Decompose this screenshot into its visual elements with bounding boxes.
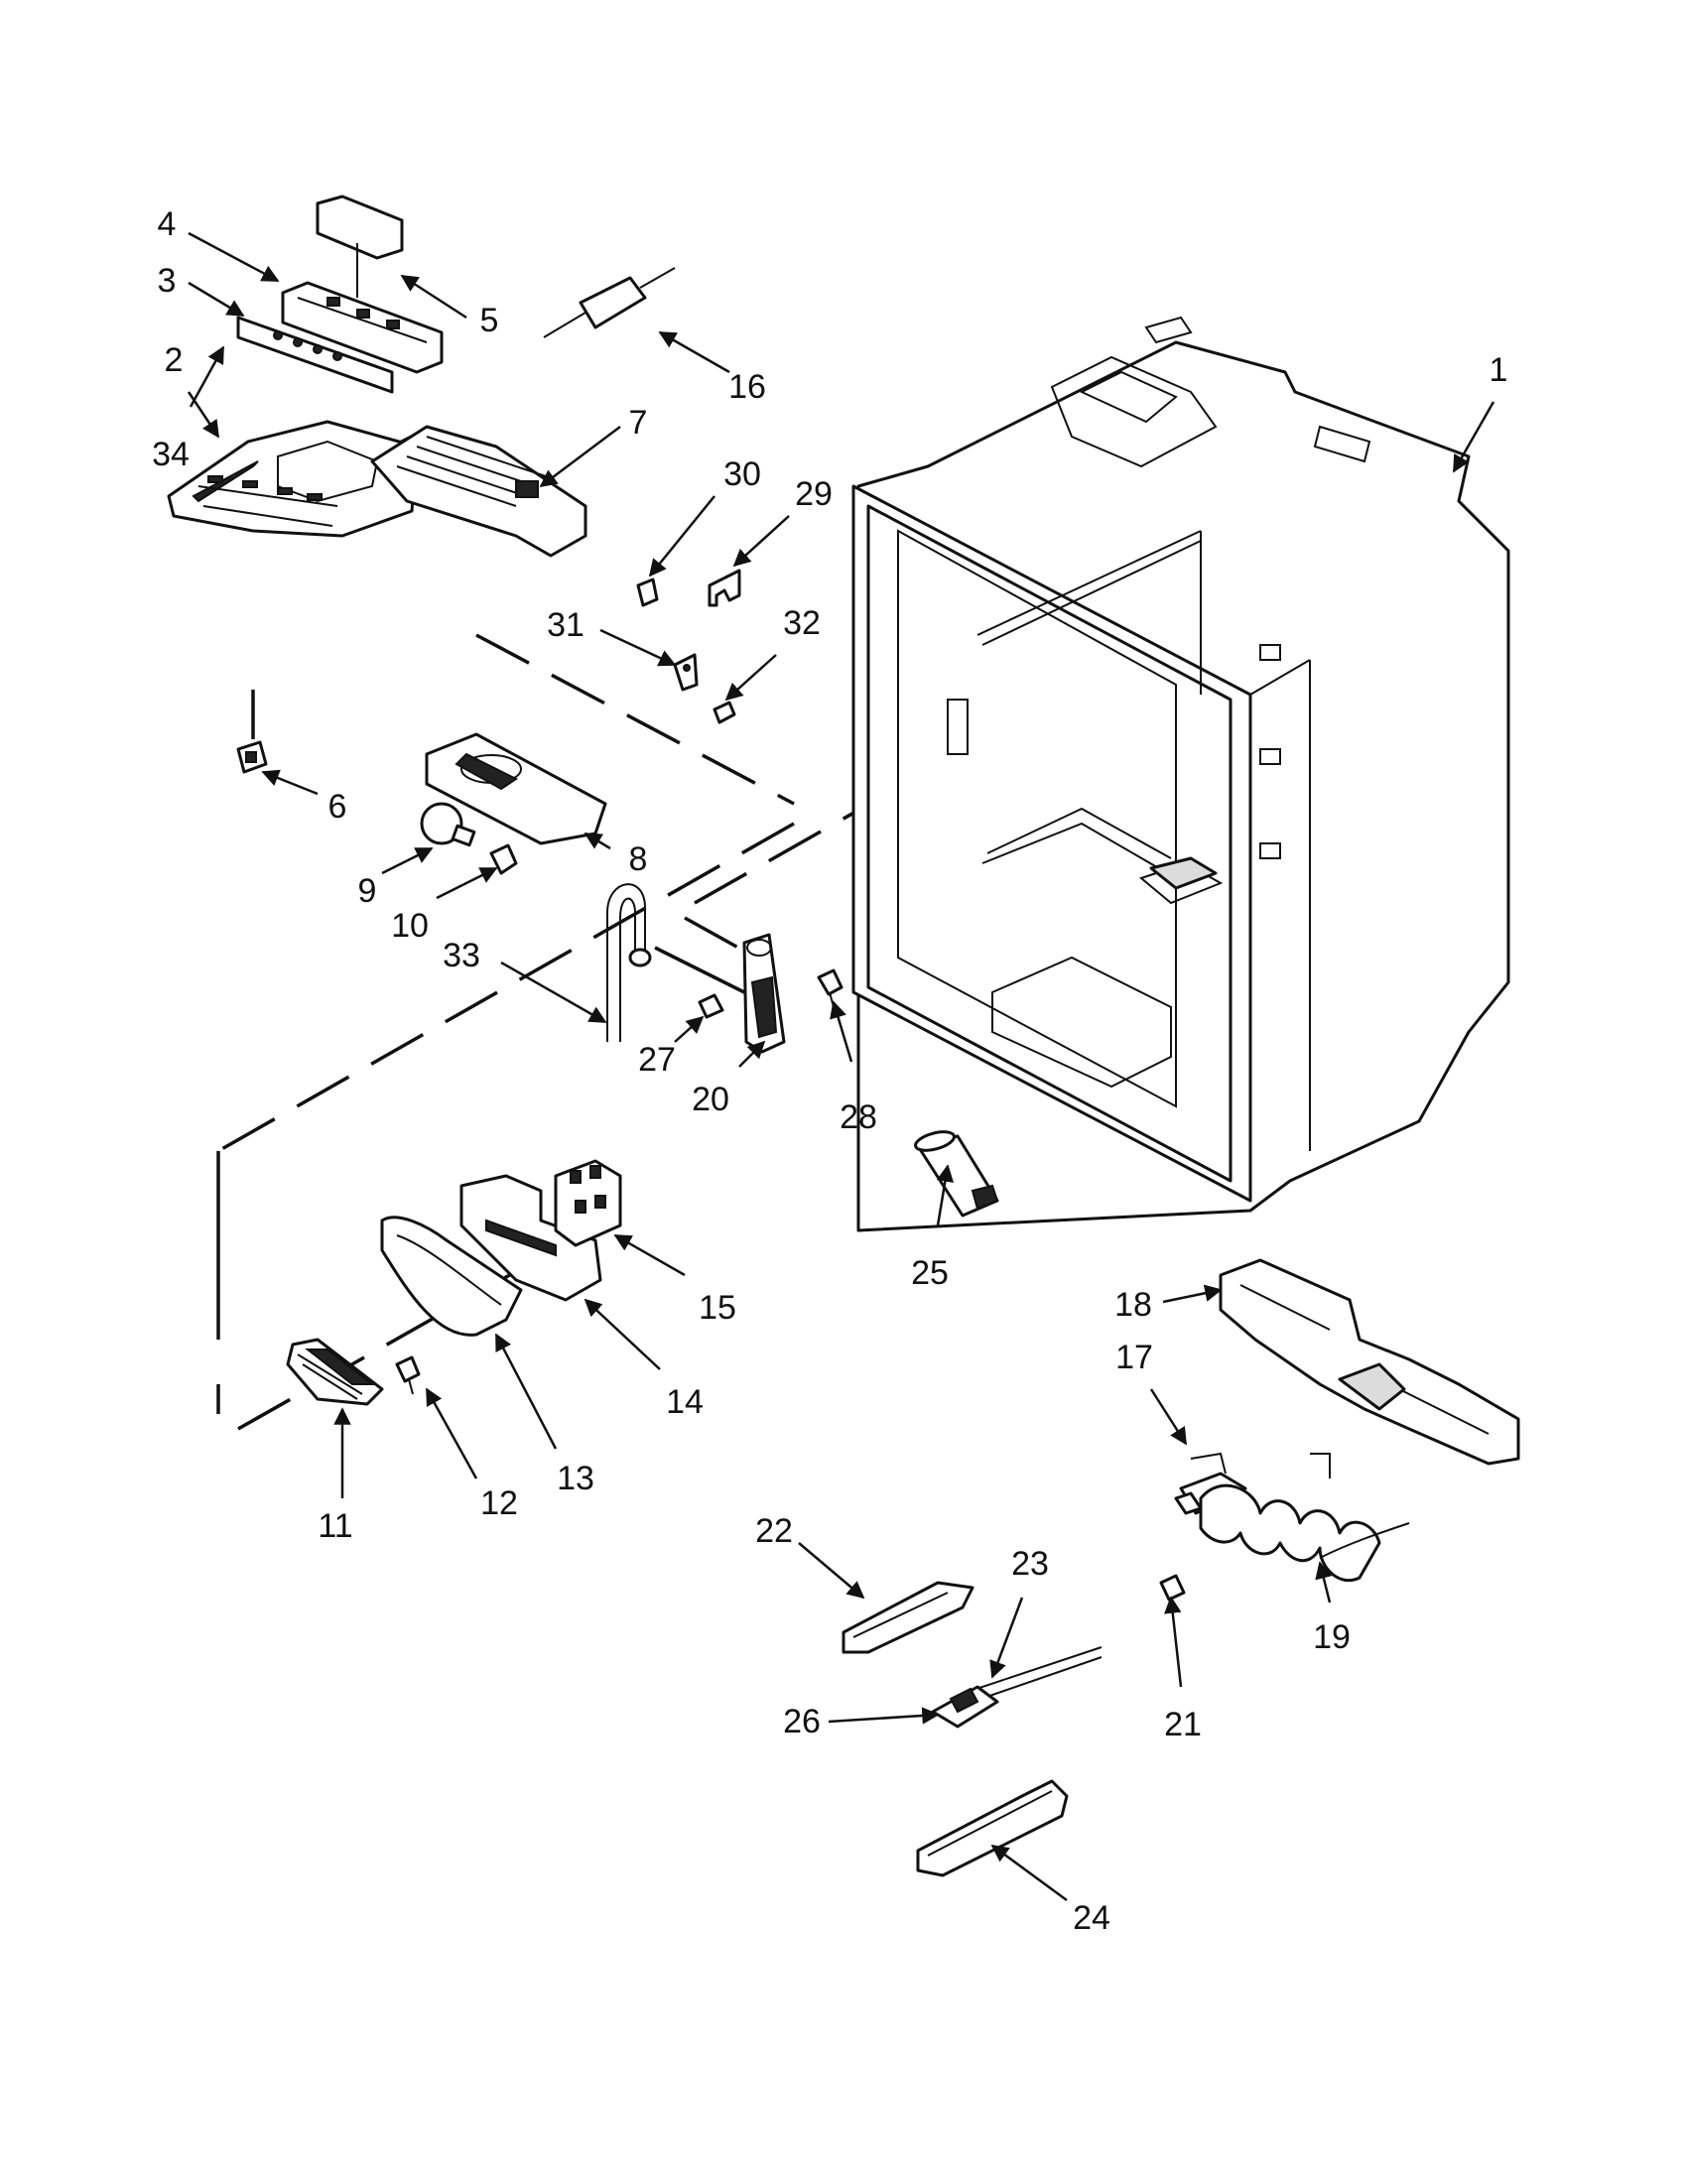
- screw-21: [1159, 1574, 1186, 1602]
- callout-4: 4: [158, 205, 177, 243]
- drain-tube: [606, 883, 652, 1042]
- bracket-31: [673, 653, 699, 692]
- rail-24: [916, 1779, 1069, 1877]
- callout-18: 18: [1114, 1286, 1152, 1324]
- control-housing: [167, 420, 419, 538]
- callout-7: 7: [629, 404, 648, 442]
- grille-11: [286, 1338, 384, 1406]
- heater-19: [1190, 1452, 1410, 1583]
- callout-30: 30: [723, 455, 761, 493]
- door-switch: [236, 740, 268, 774]
- callout-25: 25: [911, 1254, 949, 1292]
- callout-26: 26: [783, 1703, 821, 1740]
- sensor-23: [967, 1646, 1103, 1703]
- solenoid-15: [554, 1159, 622, 1247]
- callout-12: 12: [480, 1484, 518, 1522]
- callout-23: 23: [1011, 1545, 1049, 1583]
- light-bulb: [420, 802, 476, 847]
- sensor-clip-26: [931, 1685, 999, 1729]
- callout-8: 8: [629, 840, 648, 878]
- callout-22: 22: [755, 1512, 793, 1550]
- callout-32: 32: [783, 604, 821, 642]
- callout-6: 6: [328, 788, 347, 826]
- water-filter-cap: [914, 1130, 999, 1218]
- callout-3: 3: [158, 262, 177, 300]
- callout-leaders: [187, 231, 1495, 1902]
- screw-28: [817, 968, 844, 1008]
- callout-20: 20: [692, 1081, 729, 1118]
- callout-15: 15: [699, 1289, 736, 1327]
- refrigerator-liner: [851, 316, 1510, 1232]
- control-connector: [316, 194, 404, 298]
- screw-12: [395, 1355, 421, 1395]
- callout-11: 11: [318, 1507, 352, 1545]
- housing-13: [380, 1216, 523, 1337]
- housing-14: [459, 1174, 602, 1302]
- bracket-22: [842, 1581, 974, 1654]
- clip-32: [713, 701, 736, 724]
- callout-21: 21: [1164, 1706, 1202, 1743]
- control-overlay: [236, 316, 394, 394]
- bracket-29: [708, 569, 741, 607]
- damper-housing: [742, 933, 786, 1054]
- callout-31: 31: [547, 606, 584, 644]
- callout-29: 29: [795, 475, 833, 513]
- callout-16: 16: [728, 368, 766, 406]
- thermal-fuse: [543, 267, 676, 338]
- callout-24: 24: [1073, 1899, 1110, 1937]
- callout-1: 1: [1490, 351, 1508, 389]
- callout-14: 14: [666, 1383, 704, 1421]
- retainer-clip-30: [636, 578, 659, 607]
- callout-10: 10: [391, 907, 429, 945]
- lamp-socket: [489, 843, 518, 875]
- callout-28: 28: [840, 1098, 877, 1136]
- callout-34: 34: [152, 436, 190, 473]
- clip-27: [698, 993, 724, 1019]
- callout-19: 19: [1313, 1618, 1351, 1656]
- cover-18: [1219, 1258, 1520, 1466]
- callout-2: 2: [165, 341, 184, 379]
- control-board: [281, 281, 444, 374]
- callout-labels: 1 2 3 4 5 6 7 8 9 10 11 12 13 14 15 16 1…: [152, 205, 1507, 1937]
- callout-33: 33: [443, 937, 480, 974]
- callout-17: 17: [1115, 1339, 1153, 1376]
- callout-13: 13: [557, 1460, 594, 1497]
- light-cover: [370, 425, 587, 558]
- callout-27: 27: [638, 1041, 676, 1079]
- callout-9: 9: [358, 872, 377, 910]
- callout-5: 5: [480, 302, 499, 339]
